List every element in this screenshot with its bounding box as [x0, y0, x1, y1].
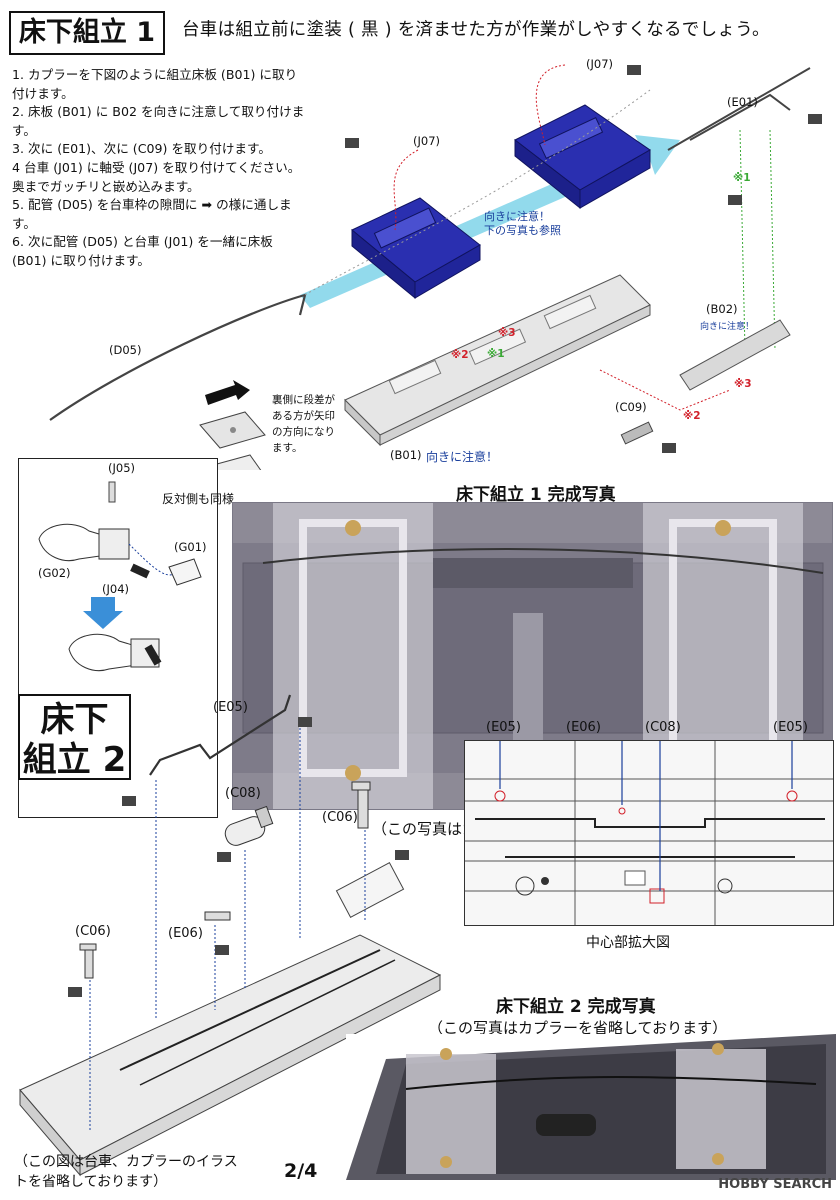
label-b01: (B01)	[390, 448, 422, 462]
detail-label-e06: (E06)	[566, 720, 601, 735]
section2-exploded-diagram	[19, 694, 442, 1177]
label-e05: (E05)	[213, 700, 248, 715]
footer-note-line1: （この図は台車、カプラーのイラス	[14, 1154, 238, 1170]
center-detail-view	[464, 740, 834, 926]
section2-title-line1: 床下	[40, 700, 109, 740]
mark-1-e01: ※1	[733, 172, 751, 184]
step-4: 4 台車 (J01) に軸受 (J07) を取り付けてください。奥までガッチリと…	[12, 159, 301, 194]
section1-title: 床下組立 1	[9, 11, 165, 55]
step-1: 1. カプラーを下図のように組立床板 (B01) に取り付けます。	[12, 67, 298, 101]
inset-label-g01: (G01)	[174, 540, 207, 554]
label-b01-note: 向きに注意！	[426, 450, 499, 464]
step-6: 6. 次に配管 (D05) と台車 (J01) を一緒に床板 (B01) に取り…	[12, 234, 273, 268]
section1-painting-note: 台車は組立前に塗装 ( 黒 ) を済ませた方が作業がしやすくなるでしょう。	[182, 20, 770, 40]
center-detail-drawing	[465, 741, 833, 925]
label-step-note: 裏側に段差がある方が矢印の方向になります。	[272, 394, 335, 454]
label-b02-note: 向きに注意！	[700, 322, 755, 332]
label-b02: (B02)	[706, 302, 738, 316]
mark-3-b02: ※3	[734, 378, 752, 390]
mark-1-plate: ※1	[487, 348, 505, 360]
part-c09	[620, 421, 654, 445]
mark-2-plate: ※2	[451, 349, 469, 361]
detail-caption: 中心部拡大図	[586, 935, 670, 951]
label-e01: (E01)	[727, 95, 758, 109]
floor-plate-b01	[344, 274, 651, 447]
label-c06-left: (C06)	[75, 924, 111, 939]
assembly-guide-lines	[393, 64, 731, 411]
section1-steps: 1. カプラーを下図のように組立床板 (B01) に取り付けます。 2. 床板 …	[12, 66, 308, 271]
detail-label-e05-right: (E05)	[773, 720, 808, 735]
label-d05: (D05)	[109, 343, 142, 357]
section2-photo-title: 床下組立 2 完成写真	[496, 997, 656, 1017]
truck-j01-left	[351, 197, 481, 300]
mark-3-plate: ※3	[498, 327, 516, 339]
page-number: 2/4	[284, 1160, 318, 1182]
mark-2-b02: ※2	[683, 410, 701, 422]
section2-finished-photo	[346, 1034, 836, 1180]
section1-exploded-diagram	[49, 64, 822, 470]
part-c06-left	[79, 943, 97, 979]
floor-plate-section2	[19, 861, 442, 1177]
part-b02	[679, 319, 791, 391]
coupler-inset-drawing	[38, 481, 202, 672]
hobby-search-watermark: HOBBY SEARCH	[718, 1177, 832, 1192]
section2-photo-caption: （この写真はカプラーを省略しております）	[428, 1019, 728, 1037]
label-opposite-same: 反対側も同様	[162, 492, 235, 506]
label-c09: (C09)	[615, 400, 647, 414]
parts-bag-icons	[345, 65, 822, 453]
label-j07-right: (J07)	[586, 57, 613, 71]
pipe-d05	[49, 293, 307, 421]
footer-note-line2: トを省略しております）	[14, 1174, 168, 1190]
section2-photo-drawing	[346, 1034, 836, 1180]
footer-omission-note: （この図は台車、カプラーのイラス トを省略しております）	[14, 1152, 238, 1192]
part-c08	[224, 805, 274, 846]
section2-bag-icons	[68, 717, 409, 997]
section1-photo-title: 床下組立 1 完成写真	[456, 485, 616, 505]
label-truck-note-1: 向きに注意！	[484, 210, 550, 223]
part-e06	[204, 911, 231, 921]
step-5: 5. 配管 (D05) を台車枠の隙間に ➡ の様に通します。	[12, 197, 292, 231]
label-j07-left: (J07)	[413, 134, 440, 148]
detail-label-e05-left: (E05)	[486, 720, 521, 735]
step-2: 2. 床板 (B01) に B02 を向きに注意して取り付けます。	[12, 104, 305, 138]
coupler-step-illustration	[194, 380, 266, 470]
part-e01	[667, 67, 811, 151]
inset-label-j04: (J04)	[102, 582, 129, 596]
label-truck-note-2: 下の写真も参照	[484, 224, 561, 237]
label-c08: (C08)	[225, 786, 261, 801]
truck-j01-right	[514, 104, 651, 210]
section2-title-line2: 組立 2	[22, 740, 127, 780]
part-c06-right	[351, 781, 371, 829]
detail-label-c08: (C08)	[645, 720, 681, 735]
section2-title: 床下 組立 2	[18, 694, 131, 780]
step-3: 3. 次に (E01)、次に (C09) を取り付けます。	[12, 141, 271, 157]
label-e06: (E06)	[168, 926, 203, 941]
inset-label-j05: (J05)	[108, 461, 135, 475]
label-c06-right: (C06)	[322, 810, 358, 825]
part-e05	[149, 694, 292, 776]
inset-label-g02: (G02)	[38, 566, 71, 580]
